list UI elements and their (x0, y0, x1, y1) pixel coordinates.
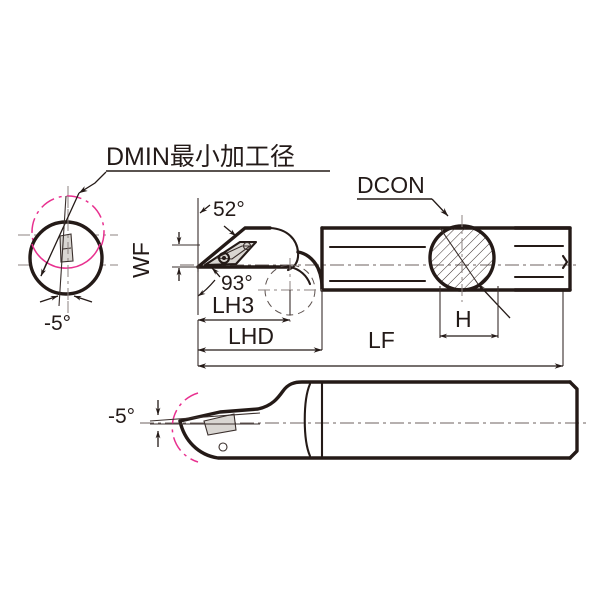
dcon-inner-leader (477, 283, 511, 319)
wf-dimension-group: WF (128, 232, 200, 281)
head-blend-lower (288, 265, 312, 286)
side-view-round-transition (303, 382, 312, 458)
dcon-diagonal-line (439, 227, 479, 285)
head-nose-curve (268, 226, 300, 272)
insert-clamp-screw (217, 251, 231, 265)
side-view-dmin-arc (171, 392, 199, 463)
end-view-tilt-line (58, 195, 67, 307)
end-view: -5° (18, 186, 118, 335)
shank-end-chamfer-mark (561, 254, 569, 270)
lf-label: LF (368, 327, 395, 353)
lf-dimension-group: LF (197, 290, 564, 369)
h-dimension-group: H (439, 286, 499, 339)
side-view-coolant-hole (218, 442, 228, 452)
top-view: 52° 93° WF LH3 (128, 198, 580, 369)
side-view-angle-group: -5° (108, 400, 261, 447)
side-view-upper-profile (178, 380, 572, 423)
angle-93-group: 93° (197, 267, 253, 297)
wf-label: WF (128, 242, 154, 278)
lhd-label: LHD (228, 323, 274, 349)
angle-93-arrow-left (197, 279, 216, 297)
shank-end-view (513, 226, 572, 292)
end-view-angle-neg5-label: -5° (44, 312, 71, 335)
dmin-label-group: DMIN最小加工径 (78, 143, 330, 194)
angle-52-group: 52° (197, 198, 245, 272)
h-label: H (455, 306, 472, 332)
angle-93-arrow-up (211, 267, 221, 278)
dmin-label: DMIN最小加工径 (106, 143, 295, 171)
side-view-shank-end (568, 380, 579, 460)
dcon-section-view: DCON H (357, 172, 511, 339)
shank-end-outline (513, 226, 572, 292)
insert-seat-hole (242, 241, 252, 251)
insert-screw-center (222, 256, 226, 260)
dmin-arc-overlay (31, 243, 101, 269)
dcon-label: DCON (357, 172, 425, 198)
side-view-angle-line (149, 412, 261, 422)
head-upper-face (196, 226, 272, 269)
angle-neg5-arrow-left (39, 295, 59, 303)
lh3-dimension-group: LH3 (197, 267, 291, 323)
angle-52-arrow-right (223, 225, 237, 237)
top-view-insert (203, 240, 258, 267)
side-view-lower-profile (178, 419, 572, 460)
lhd-dimension-group: LHD (197, 290, 323, 353)
angle-neg5-arrow-right (73, 295, 93, 303)
dmin-leader-line (78, 171, 107, 194)
side-view: -5° (108, 380, 590, 463)
dmin-leader-arrow-inner (40, 261, 48, 277)
angle-52-arrow-left (199, 204, 211, 214)
dcon-leader-line (431, 198, 449, 217)
top-view-insert-shape (203, 240, 258, 267)
lh3-label: LH3 (212, 292, 254, 318)
angle-93-label: 93° (221, 272, 253, 295)
side-view-angle-neg5-label: -5° (108, 405, 135, 428)
angle-52-label: 52° (213, 198, 245, 221)
insert-edge-line (62, 247, 72, 250)
dcon-section-hatch (430, 226, 494, 290)
